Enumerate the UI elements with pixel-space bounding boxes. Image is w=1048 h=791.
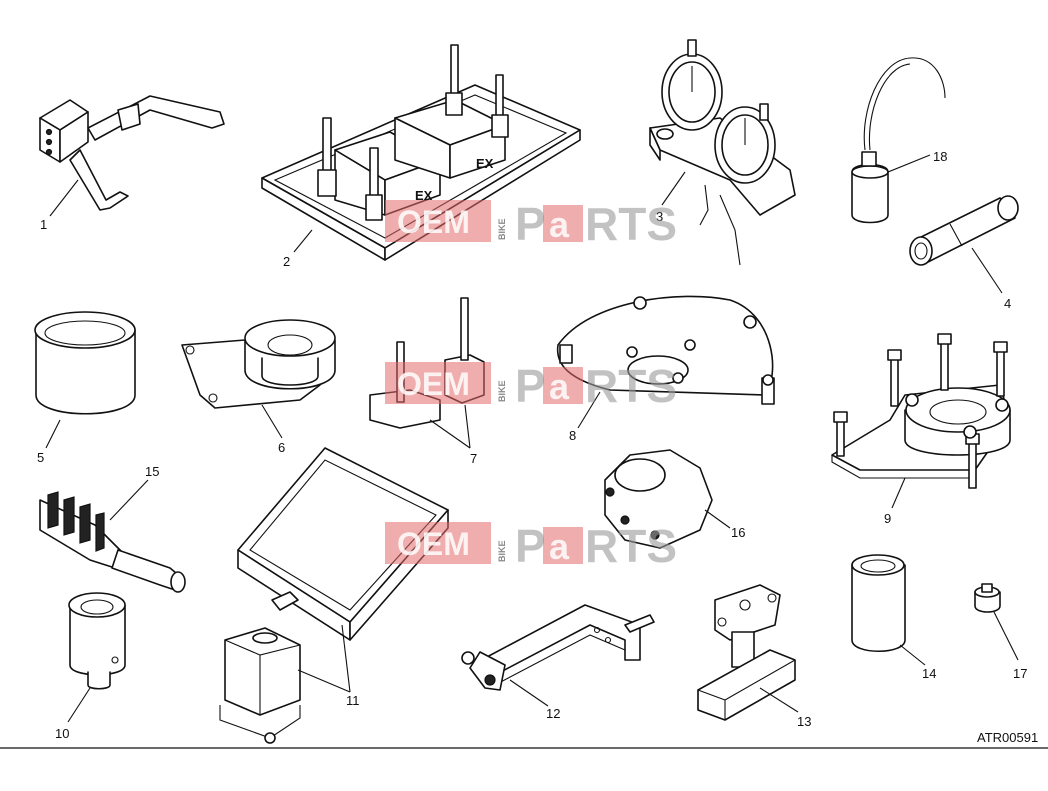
callout-16: 16 [731, 525, 745, 540]
callout-5: 5 [37, 450, 44, 465]
callout-15: 15 [145, 464, 159, 479]
callout-18: 18 [933, 149, 947, 164]
callout-9: 9 [884, 511, 891, 526]
label-ex-1: EX [415, 188, 433, 203]
watermark-rts: RTS [585, 360, 677, 412]
part-9-flywheel-holder [831, 333, 1011, 489]
callout-2: 2 [283, 254, 290, 269]
part-16-octagonal-socket [604, 449, 713, 549]
watermark-a: a [549, 204, 570, 245]
part-2-cam-timing-tray: EX EX [261, 44, 581, 261]
part-8-crankcase-plate [556, 295, 775, 405]
part-12-dial-holder-bracket [461, 604, 655, 691]
callout-8: 8 [569, 428, 576, 443]
part-15-threaded-puller [39, 491, 186, 593]
watermark-bike: BIKE [497, 380, 507, 402]
part-6-bearing-puller-plate [181, 319, 336, 409]
watermark-3: OEM BIKE P a RTS [385, 520, 677, 572]
part-3-compression-gauges [649, 39, 796, 266]
part-17-knurled-nut [974, 583, 1001, 613]
watermark-bike: BIKE [497, 540, 507, 562]
watermark-rts: RTS [585, 198, 677, 250]
part-14-bushing-sleeve [851, 554, 906, 653]
watermark-rts: RTS [585, 520, 677, 572]
callout-13: 13 [797, 714, 811, 729]
watermark-a: a [549, 366, 570, 407]
callout-3: 3 [656, 209, 663, 224]
callout-14: 14 [922, 666, 936, 681]
callout-10: 10 [55, 726, 69, 741]
callout-numbers: 1 2 3 4 5 6 7 8 9 10 11 12 13 14 15 16 1… [37, 149, 1027, 741]
watermark-oem: OEM [397, 204, 470, 240]
label-ex-2: EX [476, 156, 494, 171]
callout-6: 6 [278, 440, 285, 455]
part-5-sleeve-ring [34, 311, 136, 415]
watermark-2: OEM BIKE P a RTS [385, 360, 677, 412]
callout-4: 4 [1004, 296, 1011, 311]
watermark-p: P [515, 520, 546, 572]
watermark-oem: OEM [397, 366, 470, 402]
watermark-group: OEM BIKE P a RTS OEM BIKE P a RTS OEM BI… [385, 198, 677, 572]
watermark-1: OEM BIKE P a RTS [385, 198, 677, 250]
callout-1: 1 [40, 217, 47, 232]
watermark-a: a [549, 526, 570, 567]
watermark-oem: OEM [397, 526, 470, 562]
callout-12: 12 [546, 706, 560, 721]
part-1-bracket-tool [39, 95, 225, 211]
part-10-drift-tool [68, 592, 126, 690]
reference-code: ATR00591 [977, 730, 1038, 745]
part-13-support-block [697, 584, 796, 721]
part-11-tray-and-container [219, 447, 449, 744]
watermark-p: P [515, 198, 546, 250]
watermark-bike: BIKE [497, 218, 507, 240]
callout-7: 7 [470, 451, 477, 466]
part-4-long-socket [909, 195, 1019, 266]
leader-lines [45, 154, 1019, 723]
part-18-oil-bottle [851, 57, 946, 224]
callout-11: 11 [346, 693, 360, 708]
callout-17: 17 [1013, 666, 1027, 681]
watermark-p: P [515, 360, 546, 412]
